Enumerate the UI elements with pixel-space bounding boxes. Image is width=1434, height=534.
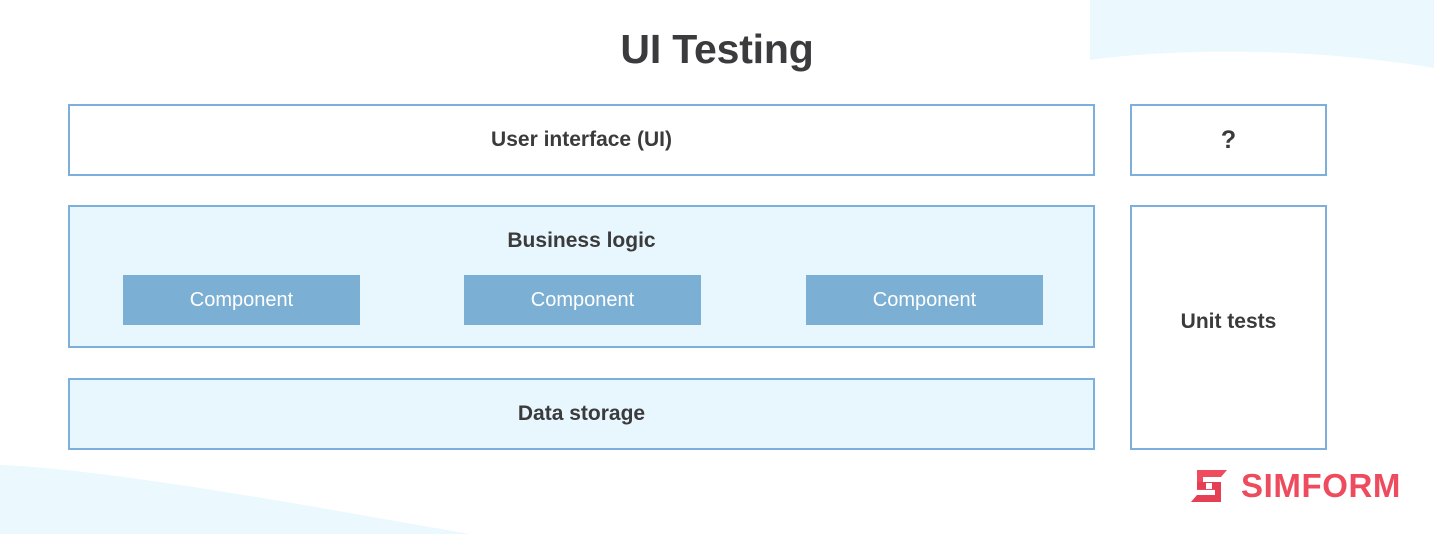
- brand-logo-text: SIMFORM: [1241, 467, 1402, 504]
- page-title: UI Testing: [620, 26, 814, 72]
- brand-logo: SIMFORM: [1188, 465, 1401, 507]
- component-box-2[interactable]: Component: [464, 275, 701, 325]
- layer-label-business-logic: Business logic: [507, 229, 656, 252]
- bottom-left-wave-icon: [0, 465, 470, 534]
- simform-s-icon: [1191, 470, 1227, 502]
- test-box-unknown[interactable]: ?: [1130, 104, 1327, 176]
- test-box-unit-tests[interactable]: Unit tests: [1130, 205, 1327, 450]
- layer-label-user-interface: User interface (UI): [491, 128, 672, 151]
- layer-box-business-logic[interactable]: Business logic Component Component Compo…: [68, 205, 1095, 348]
- layer-box-user-interface[interactable]: User interface (UI): [68, 104, 1095, 176]
- layer-label-data-storage: Data storage: [517, 402, 646, 425]
- component-row: Component Component Component: [70, 275, 1093, 325]
- layer-box-data-storage[interactable]: Data storage: [68, 378, 1095, 450]
- component-box-3[interactable]: Component: [806, 275, 1043, 325]
- question-mark-label: ?: [1220, 125, 1237, 154]
- unit-tests-label: Unit tests: [1180, 310, 1277, 333]
- component-box-1[interactable]: Component: [123, 275, 360, 325]
